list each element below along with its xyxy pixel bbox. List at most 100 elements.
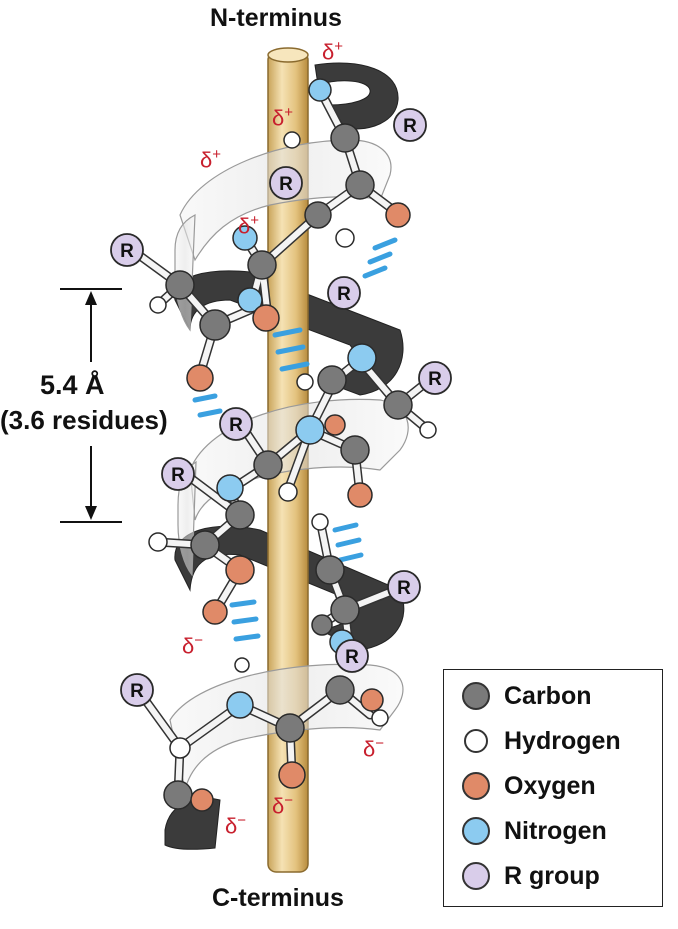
nitrogen-atom-1: [308, 78, 332, 102]
carbon-atom-4: [345, 170, 375, 200]
helix-ribbon-front-1: [179, 139, 392, 262]
legend-row-nitrogen: Nitrogen: [462, 813, 607, 849]
r-group-label-2: R: [279, 174, 293, 195]
nitrogen-atom-21: [295, 415, 325, 445]
nitrogen-atom-9: [232, 225, 258, 251]
oxygen-atom-44: [278, 761, 306, 789]
r-group-label-3: R: [120, 241, 134, 262]
c-terminus-label: C-terminus: [212, 884, 344, 912]
oxygen-atom-5: [385, 202, 411, 228]
nitrogen-swatch: [462, 817, 490, 845]
hydrogen-bond-2: [367, 251, 393, 265]
carbon-atom-29: [190, 530, 220, 560]
hydrogen-atom-33: [311, 513, 329, 531]
r-group-atom-3: [110, 233, 144, 267]
carbon-atom-28: [225, 500, 255, 530]
pitch-arrowhead-up: [85, 291, 97, 305]
pitch-distance-label: 5.4 Å: [40, 370, 105, 400]
hydrogen-bond-14: [233, 633, 261, 642]
r-group-atom-1: [393, 108, 427, 142]
hydrogen-bond-9: [332, 522, 359, 533]
n-terminus-label: N-terminus: [210, 4, 342, 32]
nitrogen-atom-16: [347, 343, 377, 373]
oxygen-atom-47: [190, 788, 214, 812]
legend-row-r-group: R group: [462, 858, 600, 894]
atom-legend: Carbon Hydrogen Oxygen Nitrogen R group: [443, 669, 663, 907]
hydrogen-bond-5: [275, 344, 306, 355]
r-group-atom-5: [418, 361, 452, 395]
delta-minus-1: δ−: [182, 632, 204, 659]
r-group-atom-8: [387, 570, 421, 604]
delta-plus-4: δ+: [238, 212, 260, 239]
r-group-label-1: R: [403, 116, 417, 137]
carbon-atom-40: [275, 713, 305, 743]
hydrogen-bond-7: [192, 393, 218, 403]
legend-label-oxygen: Oxygen: [504, 771, 596, 800]
carbon-atom-35: [330, 595, 360, 625]
legend-label-hydrogen: Hydrogen: [504, 726, 621, 755]
r-group-label-4: R: [337, 284, 351, 305]
oxygen-atom-42: [360, 688, 384, 712]
hydrogen-bond-11: [337, 552, 364, 563]
r-group-atom-2: [269, 166, 303, 200]
r-group-atom-4: [327, 276, 361, 310]
carbon-atom-6: [304, 201, 332, 229]
carbon-atom-19: [383, 390, 413, 420]
hydrogen-atom-13: [149, 296, 167, 314]
carbon-atom-17: [317, 365, 347, 395]
r-group-atom-6: [219, 407, 253, 441]
hydrogen-bond-12: [229, 599, 257, 608]
carbon-atom-12: [165, 270, 195, 300]
hydrogen-atom-7: [335, 228, 355, 248]
r-group-label-8: R: [397, 578, 411, 599]
hydrogen-bond-4: [272, 327, 303, 338]
hydrogen-atom-45: [169, 737, 191, 759]
oxygen-atom-24: [324, 414, 346, 436]
carbon-swatch: [462, 682, 490, 710]
hydrogen-atom-18: [296, 373, 314, 391]
hydrogen-atom-39: [234, 657, 250, 673]
carbon-atom-3: [330, 123, 360, 153]
delta-minus-4: δ−: [225, 812, 247, 839]
hydrogen-bond-6: [279, 361, 310, 372]
oxygen-atom-31: [225, 555, 255, 585]
oxygen-atom-32: [202, 599, 228, 625]
oxygen-swatch: [462, 772, 490, 800]
hydrogen-bond-1: [372, 237, 398, 251]
r-group-label-5: R: [428, 369, 442, 390]
oxygen-atom-23: [347, 482, 373, 508]
legend-label-carbon: Carbon: [504, 681, 592, 710]
delta-plus-1: δ+: [322, 38, 344, 65]
delta-plus-2: δ+: [272, 104, 294, 131]
carbon-atom-36: [311, 614, 333, 636]
r-group-label-10: R: [130, 681, 144, 702]
oxygen-atom-14: [186, 364, 214, 392]
carbon-atom-8: [247, 250, 277, 280]
legend-label-nitrogen: Nitrogen: [504, 816, 607, 845]
oxygen-atom-15: [252, 304, 280, 332]
nitrogen-atom-38: [226, 691, 254, 719]
hydrogen-bond-3: [362, 265, 388, 279]
legend-label-r-group: R group: [504, 861, 600, 890]
hydrogen-bond-13: [231, 616, 259, 625]
hydrogen-swatch: [464, 729, 488, 753]
hydrogen-atom-20: [419, 421, 437, 439]
pitch-residues-label: (3.6 residues): [0, 405, 168, 435]
nitrogen-atom-27: [216, 474, 244, 502]
carbon-atom-34: [315, 555, 345, 585]
r-group-atom-7: [161, 457, 195, 491]
carbon-atom-11: [199, 309, 231, 341]
r-group-label-6: R: [229, 415, 243, 436]
hydrogen-bond-8: [197, 408, 223, 418]
r-group-label-9: R: [345, 647, 359, 668]
r-group-swatch: [462, 862, 490, 890]
delta-plus-3: δ+: [200, 146, 222, 173]
hydrogen-atom-30: [148, 532, 168, 552]
delta-minus-2: δ−: [363, 735, 385, 762]
legend-row-carbon: Carbon: [462, 678, 592, 714]
nitrogen-atom-10: [237, 287, 263, 313]
hydrogen-bond-10: [335, 537, 362, 548]
hydrogen-atom-43: [371, 709, 389, 727]
